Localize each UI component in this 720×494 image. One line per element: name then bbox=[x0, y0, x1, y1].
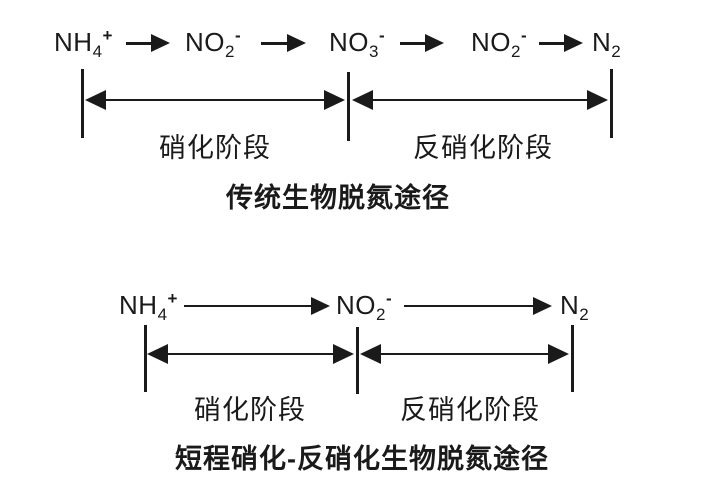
formula-subscript: 4 bbox=[92, 42, 103, 61]
species-n2: N2 bbox=[592, 27, 621, 60]
arrow-head-left bbox=[360, 344, 381, 364]
arrow-head bbox=[533, 297, 552, 315]
species-nh4plus: NH4+ bbox=[54, 26, 113, 60]
stage-range-arrow-icon bbox=[85, 90, 345, 110]
formula-subscript: 2 bbox=[579, 305, 590, 324]
reaction-arrow-icon bbox=[261, 33, 306, 53]
arrow-shaft bbox=[373, 98, 587, 102]
arrow-head-right bbox=[324, 90, 345, 110]
formula-superscript: - bbox=[234, 26, 242, 45]
denitrification-stage-label: 反硝化阶段 bbox=[400, 395, 540, 425]
formula-base: NO bbox=[329, 27, 369, 57]
species-n2: N2 bbox=[560, 290, 589, 323]
nitrification-stage-label: 硝化阶段 bbox=[194, 395, 306, 425]
arrow-head-left bbox=[147, 344, 168, 364]
formula-superscript: - bbox=[520, 26, 528, 45]
species-no3minus: NO3- bbox=[329, 26, 386, 60]
formula-base: NO bbox=[336, 290, 376, 320]
arrow-head-right bbox=[333, 344, 354, 364]
arrow-head bbox=[311, 297, 330, 315]
species-no2minus: NO2- bbox=[185, 26, 242, 60]
formula-subscript: 2 bbox=[511, 42, 521, 61]
arrow-shaft bbox=[168, 352, 333, 356]
denitrification-stage-label: 反硝化阶段 bbox=[413, 133, 553, 163]
stage-range-arrow-icon bbox=[147, 344, 354, 364]
shortcut-pathway-title: 短程硝化-反硝化生物脱氮途径 bbox=[175, 444, 549, 474]
species-no2minus: NO2- bbox=[336, 289, 393, 323]
formula-base: NO bbox=[471, 27, 511, 57]
arrow-shaft bbox=[539, 41, 564, 45]
formula-subscript: 2 bbox=[225, 42, 235, 61]
formula-superscript: - bbox=[385, 289, 393, 308]
arrow-shaft bbox=[404, 304, 533, 308]
formula-subscript: 2 bbox=[611, 42, 622, 61]
formula-base: N bbox=[560, 290, 580, 320]
arrow-head-right bbox=[587, 90, 608, 110]
formula-subscript: 2 bbox=[376, 305, 386, 324]
arrow-head bbox=[151, 34, 170, 52]
species-no2minus: NO2- bbox=[471, 26, 528, 60]
arrow-shaft bbox=[184, 304, 311, 308]
arrow-shaft bbox=[400, 41, 425, 45]
arrow-head bbox=[425, 34, 444, 52]
arrow-shaft bbox=[261, 41, 287, 45]
formula-subscript: 4 bbox=[157, 305, 168, 324]
boundary-tick bbox=[571, 325, 574, 392]
reaction-arrow-icon bbox=[126, 33, 170, 53]
formula-subscript: 3 bbox=[369, 42, 379, 61]
arrow-head bbox=[564, 34, 583, 52]
boundary-tick bbox=[610, 69, 613, 138]
reaction-arrow-icon bbox=[404, 296, 552, 316]
reaction-arrow-icon bbox=[539, 33, 583, 53]
reaction-arrow-icon bbox=[184, 296, 330, 316]
boundary-tick bbox=[81, 69, 84, 138]
arrow-head-left bbox=[352, 90, 373, 110]
formula-base: NH bbox=[119, 290, 158, 320]
formula-superscript: + bbox=[167, 289, 178, 308]
nitrification-stage-label: 硝化阶段 bbox=[159, 133, 271, 163]
formula-base: NO bbox=[185, 27, 225, 57]
arrow-shaft bbox=[106, 98, 324, 102]
arrow-head-right bbox=[548, 344, 569, 364]
boundary-tick bbox=[144, 325, 147, 392]
boundary-tick bbox=[347, 72, 350, 141]
reaction-arrow-icon bbox=[400, 33, 444, 53]
stage-range-arrow-icon bbox=[352, 90, 608, 110]
arrow-shaft bbox=[126, 41, 151, 45]
stage-range-arrow-icon bbox=[360, 344, 569, 364]
arrow-shaft bbox=[381, 352, 548, 356]
formula-base: N bbox=[592, 27, 612, 57]
arrow-head bbox=[287, 34, 306, 52]
boundary-tick bbox=[356, 327, 359, 394]
arrow-head-left bbox=[85, 90, 106, 110]
species-nh4plus: NH4+ bbox=[119, 289, 178, 323]
formula-superscript: - bbox=[378, 26, 386, 45]
formula-superscript: + bbox=[102, 26, 113, 45]
traditional-pathway-title: 传统生物脱氮途径 bbox=[226, 183, 450, 213]
formula-base: NH bbox=[54, 27, 93, 57]
